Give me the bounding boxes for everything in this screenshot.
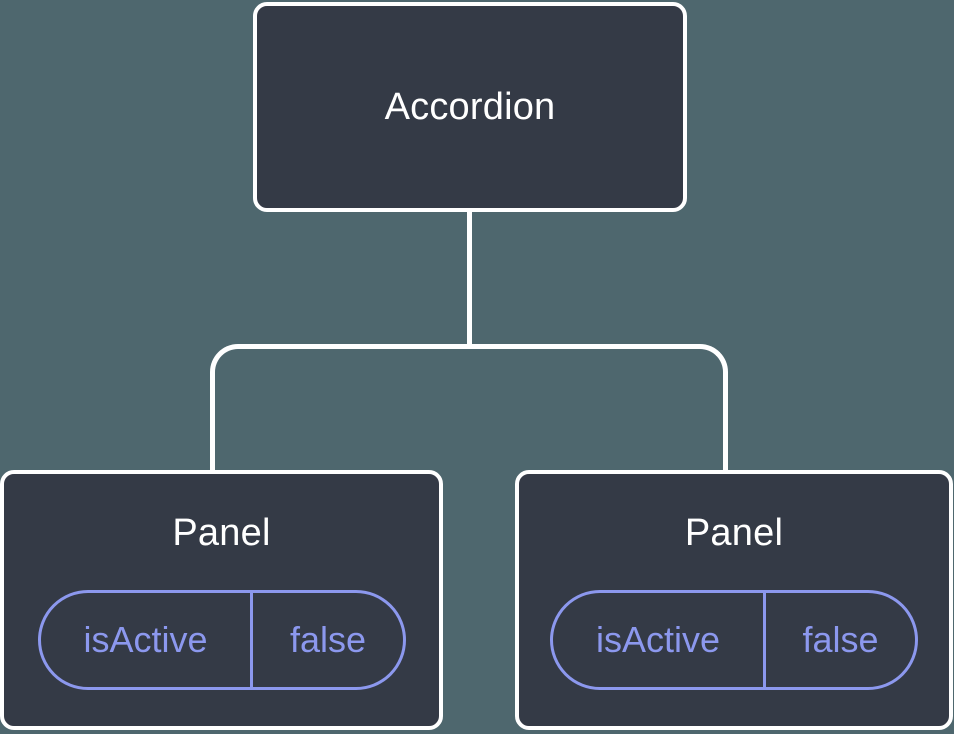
panel-left-state-pill: isActive false <box>37 590 406 690</box>
accordion-node-label: Accordion <box>384 85 556 128</box>
state-key: isActive <box>553 593 766 687</box>
state-value: false <box>289 619 366 660</box>
connector-root-stem <box>467 210 472 347</box>
panel-node-right: Panel isActive false <box>515 470 953 730</box>
state-key: isActive <box>41 593 254 687</box>
panel-node-left: Panel isActive false <box>0 470 443 730</box>
panel-right-label: Panel <box>684 512 784 554</box>
connector-branch-bracket <box>210 344 728 474</box>
accordion-node: Accordion <box>253 2 687 212</box>
state-value: false <box>802 619 879 660</box>
panel-left-label: Panel <box>172 512 271 554</box>
panel-right-state-pill: isActive false <box>550 590 918 690</box>
